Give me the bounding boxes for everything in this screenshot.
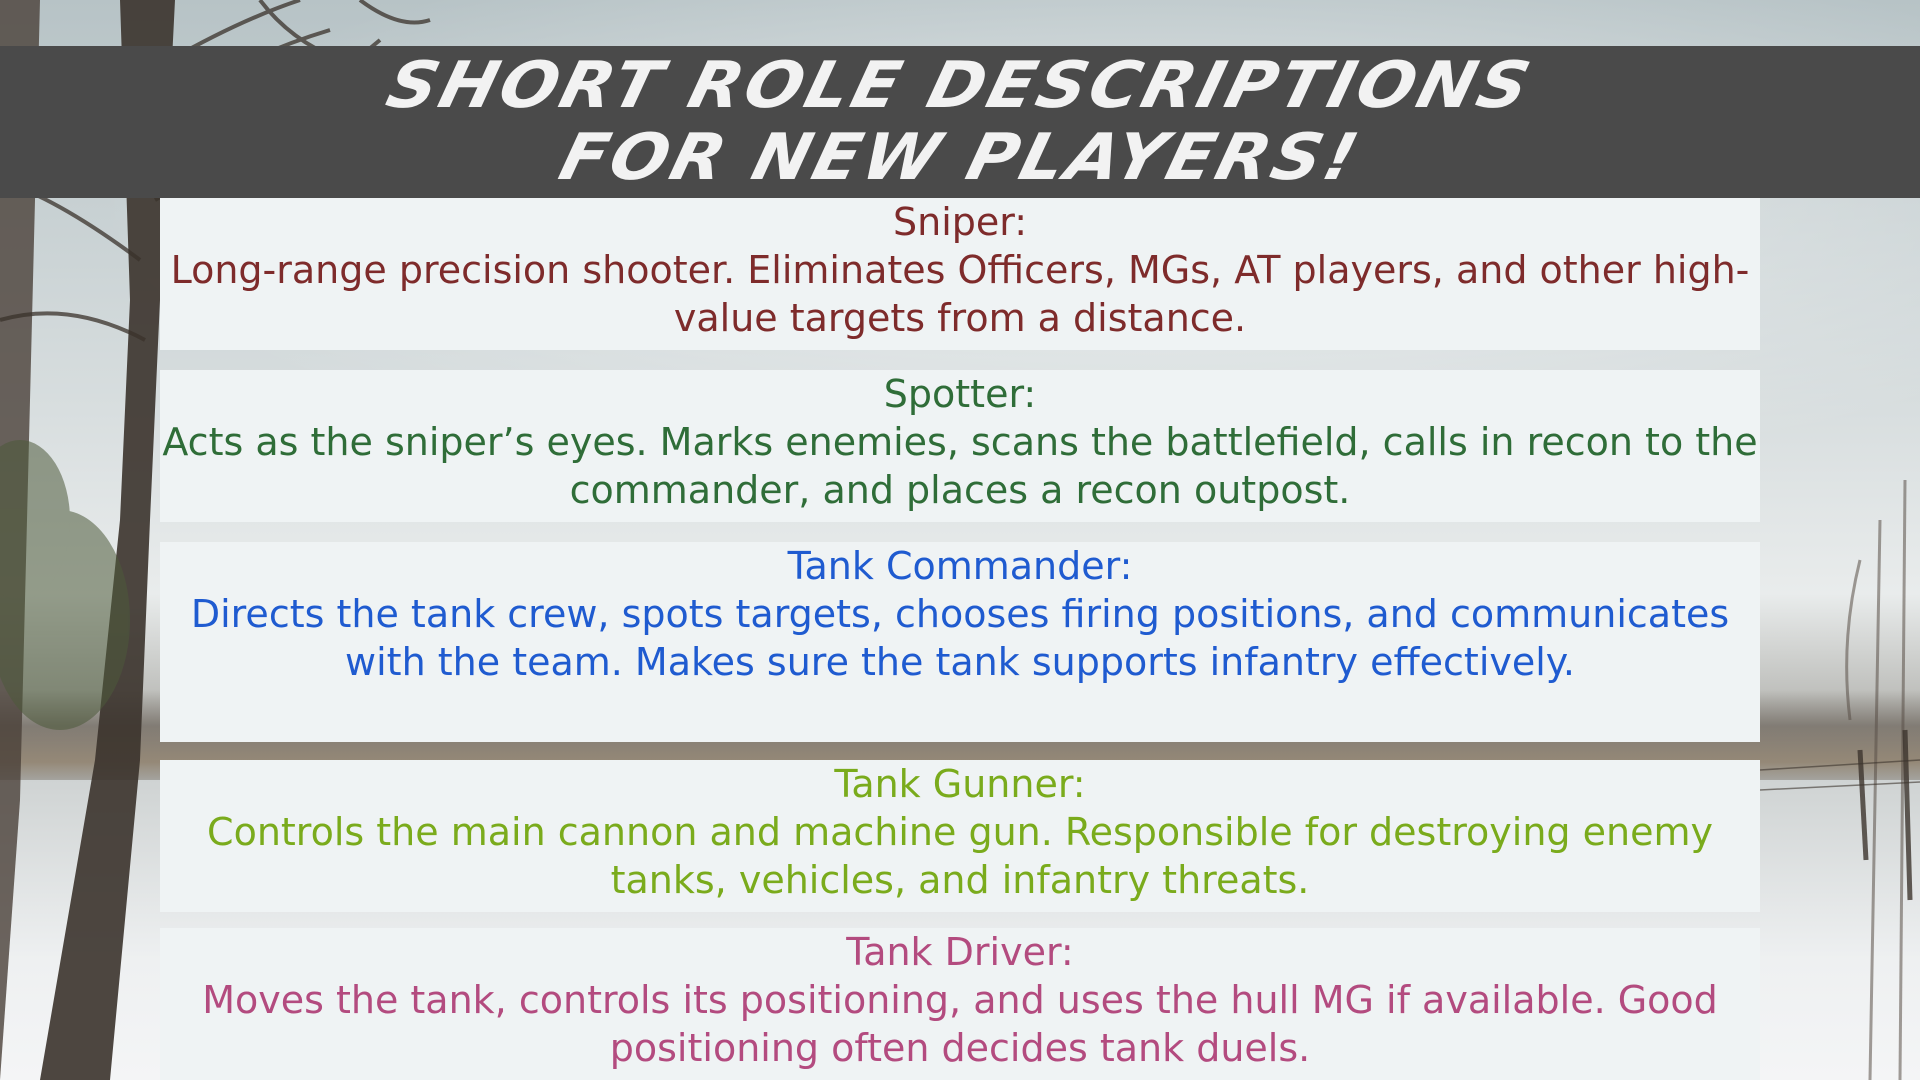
role-name: Sniper: [892, 200, 1028, 244]
role-name: Tank Commander: [787, 544, 1133, 588]
role-card-spotter: Spotter: Acts as the sniper’s eyes. Mark… [160, 370, 1760, 522]
banner-title-line-2: FOR NEW PLAYERS! [552, 121, 1368, 195]
role-description: Long-range precision shooter. Eliminates… [170, 248, 1750, 340]
title-banner: SHORT ROLE DESCRIPTIONS FOR NEW PLAYERS! [0, 46, 1920, 198]
role-name: Tank Gunner: [834, 762, 1086, 806]
role-description: Acts as the sniper’s eyes. Marks enemies… [162, 420, 1758, 512]
role-description: Directs the tank crew, spots targets, ch… [190, 592, 1730, 684]
role-card-tank-commander: Tank Commander: Directs the tank crew, s… [160, 542, 1760, 742]
role-card-tank-driver: Tank Driver: Moves the tank, controls it… [160, 928, 1760, 1080]
role-card-sniper: Sniper: Long-range precision shooter. El… [160, 198, 1760, 350]
role-card-tank-gunner: Tank Gunner: Controls the main cannon an… [160, 760, 1760, 912]
role-name: Spotter: [883, 372, 1037, 416]
banner-title-line-1: SHORT ROLE DESCRIPTIONS [379, 49, 1541, 123]
role-description: Moves the tank, controls its positioning… [202, 978, 1718, 1070]
role-description: Controls the main cannon and machine gun… [207, 810, 1713, 902]
role-name: Tank Driver: [846, 930, 1074, 974]
